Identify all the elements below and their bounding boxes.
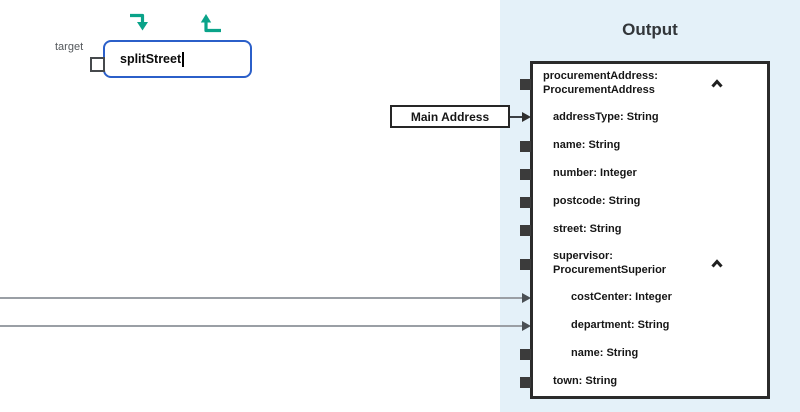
text-cursor <box>182 51 185 67</box>
tree-item-label: name: String <box>553 139 621 152</box>
tree-item-costcenter[interactable]: costCenter: Integer <box>533 284 767 312</box>
connector-line-costcenter[interactable] <box>0 297 522 299</box>
collapse-button[interactable] <box>709 76 725 92</box>
chevron-up-icon <box>709 79 725 95</box>
connector-line-main-address[interactable] <box>510 116 522 118</box>
incoming-mapping-button[interactable] <box>128 12 152 33</box>
tree-item-label: department: String <box>571 319 670 332</box>
tree-item-label: costCenter: Integer <box>571 291 672 304</box>
tree-item-label: procurementAddress: ProcurementAddress <box>543 70 658 96</box>
tree-item-label: addressType: String <box>553 111 659 124</box>
tree-item-label: postcode: String <box>553 195 641 208</box>
connector-port-icon[interactable] <box>520 224 531 236</box>
function-node-main-address[interactable]: Main Address <box>390 105 510 128</box>
tree-item-street[interactable]: street: String <box>520 216 767 244</box>
output-panel-title: Output <box>622 20 678 39</box>
connector-port-icon[interactable] <box>520 168 531 180</box>
target-connector-port[interactable] <box>90 57 105 72</box>
connector-port-icon[interactable] <box>520 258 531 270</box>
connector-port-icon[interactable] <box>520 78 531 90</box>
tree-item-supervisor-name[interactable]: name: String <box>520 340 767 368</box>
tree-item-town[interactable]: town: String <box>520 368 767 396</box>
target-node-label: target <box>55 41 84 53</box>
function-node-label: Main Address <box>410 109 490 124</box>
target-name-input[interactable]: splitStreet <box>120 52 182 66</box>
chevron-up-icon <box>709 259 725 275</box>
connector-arrow-department <box>522 320 531 331</box>
tree-item-number[interactable]: number: Integer <box>520 160 767 188</box>
tree-item-label: street: String <box>553 223 622 236</box>
tree-item-label: supervisor: ProcurementSuperior <box>553 250 667 276</box>
connector-arrow-main-address <box>522 111 531 122</box>
tree-item-name[interactable]: name: String <box>520 132 767 160</box>
tree-item-postcode[interactable]: postcode: String <box>520 188 767 216</box>
tree-item-addresstype[interactable]: addressType: String <box>533 104 767 132</box>
arrow-up-from-line-icon <box>200 14 224 36</box>
connector-line-department[interactable] <box>0 325 522 327</box>
target-name-node[interactable]: splitStreet <box>103 40 252 78</box>
connector-port-icon[interactable] <box>520 376 531 388</box>
tree-item-department[interactable]: department: String <box>533 312 767 340</box>
connector-arrow-costcenter <box>522 292 531 303</box>
tree-item-procurementaddress[interactable]: procurementAddress: ProcurementAddress <box>520 64 767 104</box>
tree-item-label: name: String <box>571 347 639 360</box>
arrow-right-down-icon <box>128 13 152 36</box>
tree-item-supervisor[interactable]: supervisor: ProcurementSuperior <box>520 244 767 284</box>
tree-item-label: number: Integer <box>553 167 637 180</box>
tree-item-label: town: String <box>553 375 618 388</box>
outgoing-mapping-button[interactable] <box>200 12 224 33</box>
collapse-button[interactable] <box>709 256 725 272</box>
connector-port-icon[interactable] <box>520 140 531 152</box>
output-structure-node: procurementAddress: ProcurementAddress a… <box>520 61 770 399</box>
connector-port-icon[interactable] <box>520 196 531 208</box>
connector-port-icon[interactable] <box>520 348 531 360</box>
